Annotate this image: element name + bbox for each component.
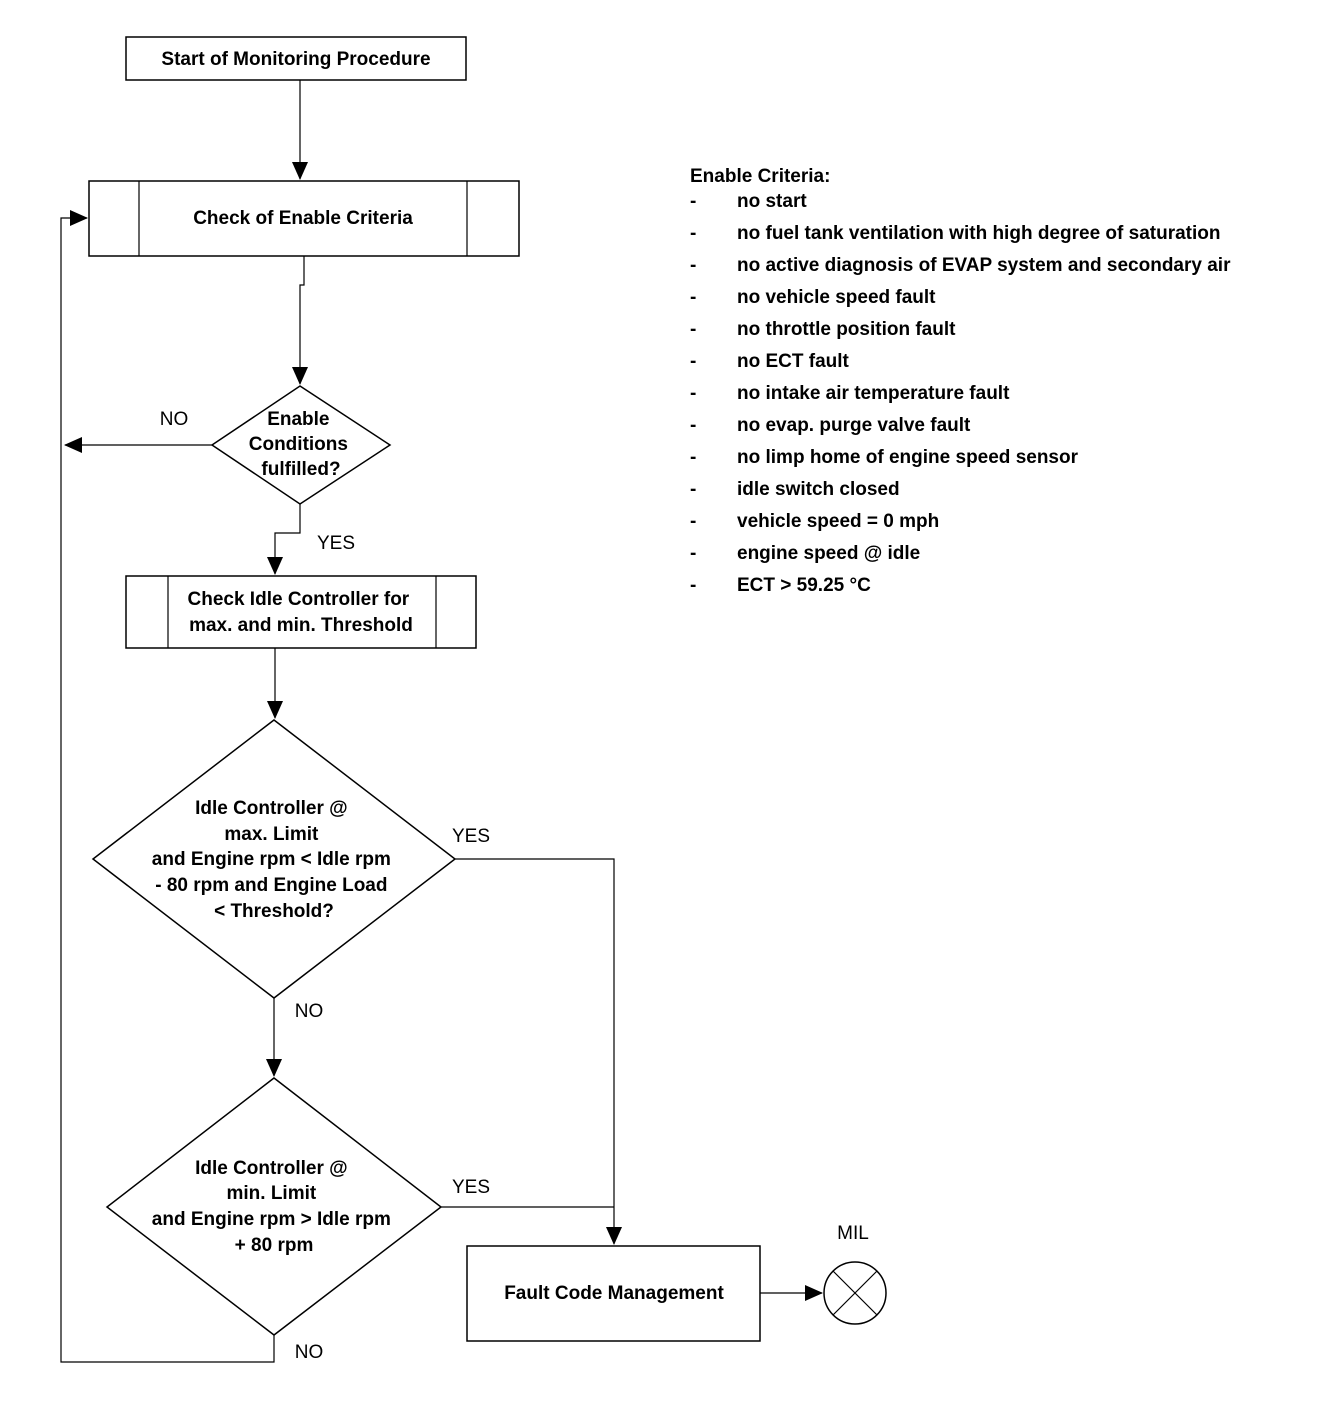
check-idle-line: max. and min. Threshold (189, 615, 413, 636)
enable-decision-line: Conditions (249, 434, 348, 455)
check-enable-box: Check of Enable Criteria (88, 180, 520, 257)
check-idle-text: Check Idle Controller for max. and min. … (188, 589, 415, 636)
criteria-bullet: - (690, 447, 697, 468)
connector-min-no-loop (60, 210, 275, 1363)
criteria-item: - ECT > 59.25 °C (690, 573, 1310, 598)
mil-label: MIL (837, 1223, 869, 1244)
criteria-item: - no start (690, 189, 1310, 214)
criteria-title: Enable Criteria: (690, 166, 831, 187)
connector-check-to-enable-decision (292, 256, 308, 385)
max-limit-decision: Idle Controller @ max. Limit and Engine … (91, 719, 457, 999)
min-decision-line: + 80 rpm (235, 1235, 314, 1256)
criteria-bullet: - (690, 223, 697, 244)
check-enable-label: Check of Enable Criteria (193, 208, 413, 229)
criteria-item: - no throttle position fault (690, 317, 1310, 342)
enable-decision-line: fulfilled? (261, 459, 340, 480)
enable-decision: Enable Conditions fulfilled? (210, 385, 392, 505)
enable-decision-text: Enable Conditions fulfilled? (249, 409, 353, 480)
criteria-item: - idle switch closed (690, 477, 1310, 502)
criteria-item-text: no evap. purge valve fault (737, 415, 971, 436)
criteria-item: - no vehicle speed fault (690, 285, 1310, 310)
criteria-items: - no start - no fuel tank ventilation with… (690, 189, 1310, 598)
enable-criteria-list: Enable Criteria: - no start - no fuel tank… (690, 164, 1310, 605)
min-decision-line: Idle Controller @ (195, 1158, 348, 1179)
criteria-item: - no evap. purge valve fault (690, 413, 1310, 438)
check-idle-line: Check Idle Controller for (188, 589, 410, 610)
criteria-bullet: - (690, 511, 697, 532)
criteria-item-text: engine speed @ idle (737, 543, 921, 564)
max-yes-label: YES (452, 826, 490, 847)
criteria-bullet: - (690, 479, 697, 500)
start-box: Start of Monitoring Procedure (125, 36, 467, 81)
max-decision-line: < Threshold? (214, 901, 334, 922)
enable-yes-label: YES (317, 533, 355, 554)
min-decision-text: Idle Controller @ min. Limit and Engine … (152, 1158, 396, 1256)
criteria-item-text: no active diagnosis of EVAP system and s… (737, 255, 1231, 276)
criteria-item: - vehicle speed = 0 mph (690, 509, 1310, 534)
connector-max-yes (455, 858, 622, 1245)
criteria-item: - no ECT fault (690, 349, 1310, 374)
criteria-item-text: no ECT fault (737, 351, 849, 372)
criteria-item-text: vehicle speed = 0 mph (737, 511, 940, 532)
max-decision-line: Idle Controller @ (195, 798, 348, 819)
criteria-item-text: no fuel tank ventilation with high degre… (737, 223, 1221, 244)
min-no-label: NO (295, 1342, 324, 1363)
criteria-bullet: - (690, 351, 697, 372)
criteria-bullet: - (690, 575, 697, 596)
mil-lamp-icon (823, 1261, 887, 1325)
max-decision-line: - 80 rpm and Engine Load (155, 875, 387, 896)
criteria-bullet: - (690, 287, 697, 308)
criteria-item-text: no start (737, 191, 807, 212)
min-limit-decision: Idle Controller @ min. Limit and Engine … (105, 1077, 443, 1336)
criteria-item-text: no limp home of engine speed sensor (737, 447, 1078, 468)
enable-no-label: NO (160, 409, 189, 430)
enable-decision-line: Enable (267, 409, 329, 430)
min-decision-line: and Engine rpm > Idle rpm (152, 1209, 391, 1230)
criteria-item: - engine speed @ idle (690, 541, 1310, 566)
min-decision-line: min. Limit (226, 1183, 316, 1204)
check-idle-box: Check Idle Controller for max. and min. … (125, 575, 477, 649)
criteria-item-text: ECT > 59.25 °C (737, 575, 871, 596)
criteria-item-text: no throttle position fault (737, 319, 956, 340)
max-no-label: NO (295, 1001, 324, 1022)
criteria-bullet: - (690, 415, 697, 436)
start-label: Start of Monitoring Procedure (161, 49, 430, 70)
criteria-item: - no fuel tank ventilation with high degr… (690, 221, 1310, 246)
max-decision-line: max. Limit (224, 824, 319, 845)
fault-box: Fault Code Management (466, 1245, 761, 1342)
criteria-bullet: - (690, 543, 697, 564)
criteria-item: - no limp home of engine speed sensor (690, 445, 1310, 470)
connector-enable-yes (267, 504, 301, 575)
criteria-item-text: no intake air temperature fault (737, 383, 1010, 404)
criteria-bullet: - (690, 383, 697, 404)
max-decision-line: and Engine rpm < Idle rpm (152, 849, 391, 870)
criteria-item: - no active diagnosis of EVAP system and … (690, 253, 1310, 278)
criteria-item-text: no vehicle speed fault (737, 287, 936, 308)
fault-label: Fault Code Management (504, 1283, 724, 1304)
max-decision-text: Idle Controller @ max. Limit and Engine … (152, 798, 396, 922)
min-yes-label: YES (452, 1177, 490, 1198)
criteria-item: - no intake air temperature fault (690, 381, 1310, 406)
criteria-bullet: - (690, 319, 697, 340)
criteria-bullet: - (690, 255, 697, 276)
criteria-item-text: idle switch closed (737, 479, 900, 500)
criteria-bullet: - (690, 191, 697, 212)
